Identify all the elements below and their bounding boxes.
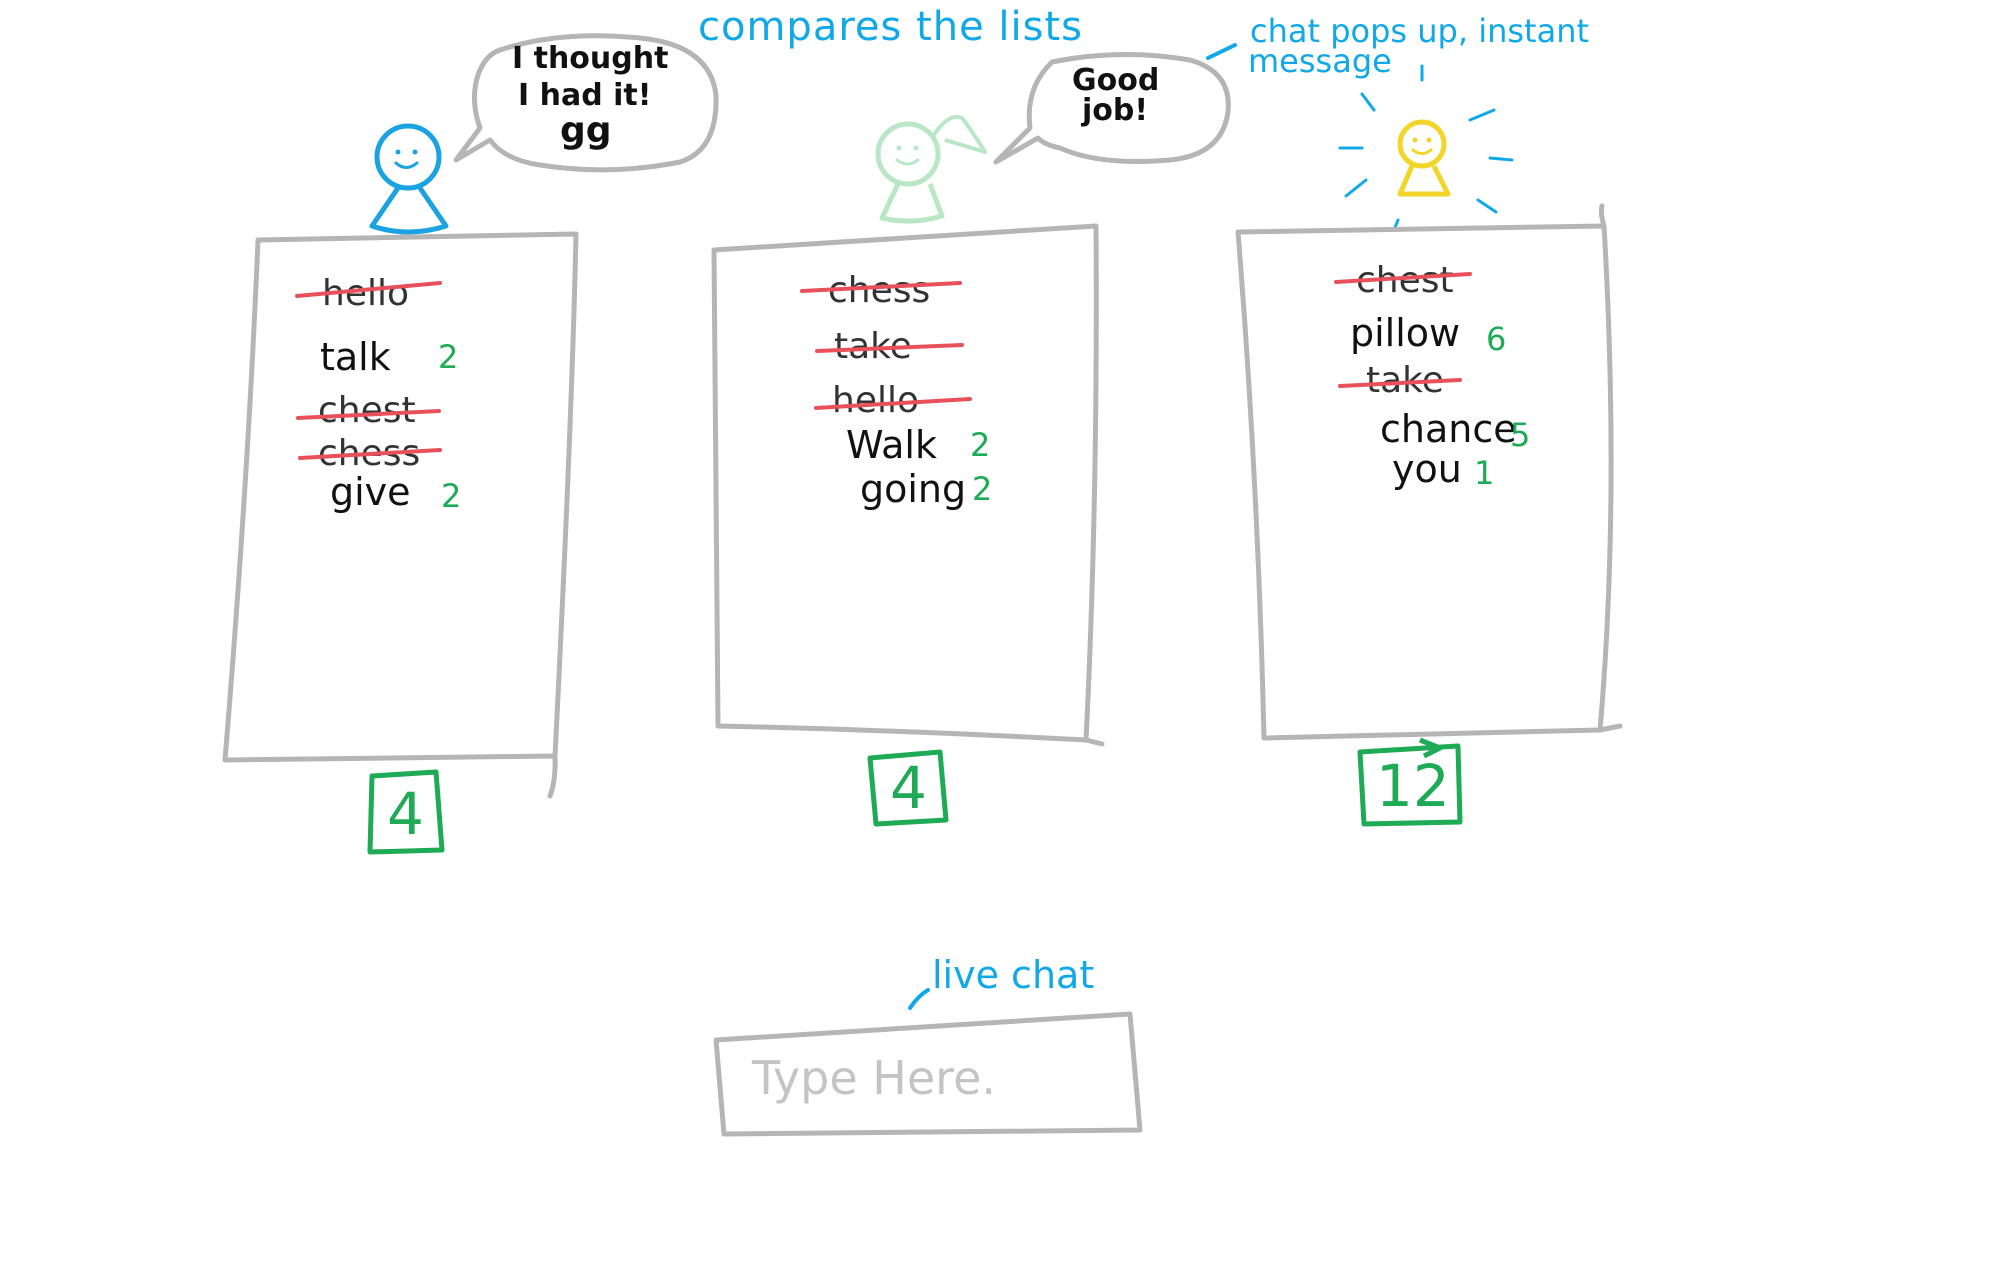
p1-word-1-strike — [295, 281, 442, 298]
p3-word-4-points: 5 — [1510, 416, 1530, 454]
annotation-chat-pops-line2: message — [1248, 42, 1392, 80]
player-3-glow-rays — [1338, 64, 1514, 232]
player-2-avatar — [875, 115, 987, 224]
player-1-avatar — [369, 123, 449, 235]
p2-word-4-points: 2 — [970, 426, 990, 464]
p1-word-5-points: 2 — [441, 477, 461, 515]
player-1-speech-bubble: I thought I had it! gg — [453, 33, 719, 173]
p3-word-3-strike — [1338, 378, 1462, 388]
p1-word-2-points: 2 — [438, 338, 458, 376]
annotation-chat-pops-line1: chat pops up, instant — [1250, 12, 1589, 50]
player-1-bubble-line-3: gg — [560, 110, 612, 151]
chat-input[interactable]: Type Here. — [713, 1011, 1143, 1137]
player-2-speech-bubble: Good job! — [993, 52, 1231, 165]
annotation-compares-lists: compares the lists — [698, 4, 1083, 50]
player-2-bubble-line-1: Good — [1072, 63, 1159, 98]
player-2-bubble-line-2: job! — [1081, 93, 1148, 128]
player-2-word-list: chess take hello Walk 2 going 2 — [800, 270, 992, 511]
p3-word-5-points: 1 — [1474, 454, 1494, 492]
live-chat-label: live chat — [932, 953, 1094, 997]
player-1-bubble-line-2: I had it! — [518, 78, 651, 113]
player-3-word-list: chest pillow 6 take chance 5 you 1 — [1334, 260, 1530, 492]
p1-word-3: chest — [318, 390, 416, 431]
player-3-word-list-panel — [1235, 203, 1623, 741]
p2-word-5: going — [860, 467, 966, 511]
player-1-word-list-panel — [222, 231, 579, 799]
player-3-avatar — [1397, 119, 1451, 197]
p2-word-3: hello — [832, 380, 919, 421]
p2-word-2-strike — [815, 343, 964, 353]
p3-word-2: pillow — [1350, 311, 1460, 355]
player-3-score: 12 — [1376, 752, 1450, 820]
live-chat-pointer — [908, 988, 930, 1010]
chat-input-placeholder[interactable]: Type Here. — [751, 1051, 996, 1105]
p3-word-5: you — [1392, 447, 1462, 491]
p2-word-5-points: 2 — [972, 470, 992, 508]
p1-word-5: give — [330, 470, 411, 514]
player-1-score: 4 — [387, 780, 424, 848]
p1-word-4-strike — [298, 448, 442, 460]
p3-word-1-strike — [1334, 272, 1472, 284]
p3-word-4: chance — [1380, 407, 1517, 451]
annotation-pointer — [1206, 43, 1237, 60]
player-2-word-list-panel — [711, 223, 1105, 747]
p2-word-4: Walk — [846, 423, 937, 467]
player-2-score: 4 — [890, 754, 927, 822]
player-3-score-box: 12 — [1357, 737, 1463, 827]
p2-word-3-strike — [814, 397, 972, 410]
player-1-word-list: hello talk 2 chest chess give 2 — [295, 273, 461, 515]
p1-word-2: talk — [320, 335, 391, 379]
p3-word-2-points: 6 — [1486, 320, 1506, 358]
p2-word-1-strike — [800, 281, 962, 293]
player-1-bubble-line-1: I thought — [512, 41, 668, 76]
p1-word-3-strike — [296, 409, 441, 420]
player-1-score-box: 4 — [367, 769, 445, 855]
player-2-score-box: 4 — [867, 749, 949, 827]
